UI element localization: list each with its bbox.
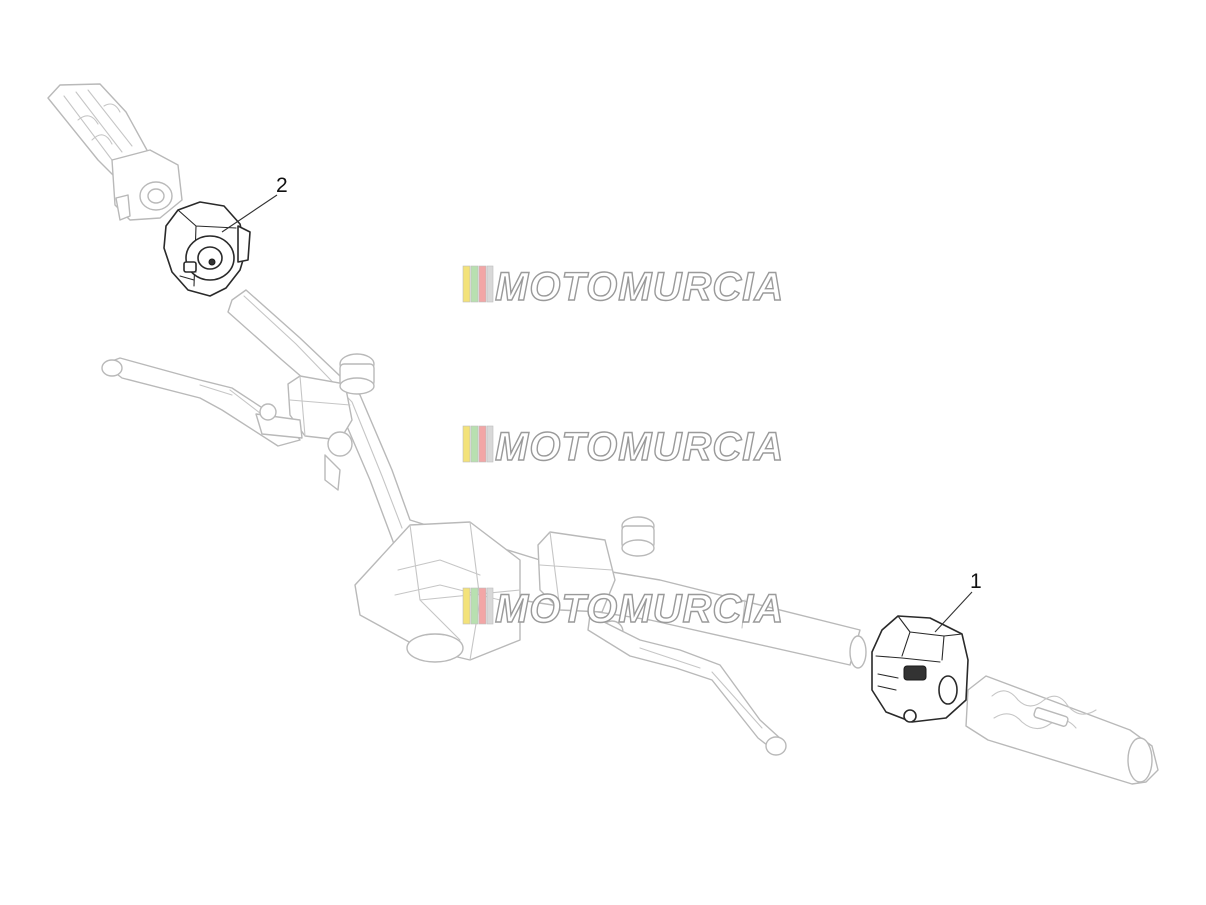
- watermark-3: MOTOMURCIA: [462, 586, 784, 632]
- watermark-stripe: [478, 587, 487, 625]
- leader-line-2: [221, 194, 278, 233]
- watermark-stripe: [478, 265, 487, 303]
- watermark-stripe: [462, 265, 471, 303]
- watermark-stripe: [478, 425, 487, 463]
- leader-line-1: [934, 591, 973, 633]
- right-handlebar-switch: [871, 615, 969, 723]
- brake-lever-left: [101, 357, 303, 447]
- watermark-text: MOTOMURCIA: [495, 587, 784, 631]
- left-handlebar-switch: [163, 201, 251, 297]
- watermark-stripe: [462, 425, 471, 463]
- callout-label-2: 2: [276, 174, 288, 197]
- watermark-stripe: [486, 425, 494, 463]
- watermark-stripe: [486, 587, 494, 625]
- watermark-stripe: [470, 265, 479, 303]
- watermark-text: MOTOMURCIA: [495, 425, 784, 469]
- watermark-stripe: [462, 587, 471, 625]
- callout-2: 2: [221, 174, 288, 233]
- handlebar-assembly: [227, 289, 867, 669]
- grip-right: [965, 675, 1159, 785]
- watermark-stripe: [470, 587, 479, 625]
- watermark-1: MOTOMURCIA: [462, 264, 784, 310]
- throttle-grip-left: [47, 83, 183, 221]
- brake-lever-right: [587, 614, 787, 756]
- callout-1: 1: [934, 570, 982, 633]
- callout-label-1: 1: [970, 570, 982, 593]
- watermark-text: MOTOMURCIA: [495, 265, 784, 309]
- watermark-stripe: [470, 425, 479, 463]
- watermark-stripe: [486, 265, 494, 303]
- watermark-2: MOTOMURCIA: [462, 424, 784, 470]
